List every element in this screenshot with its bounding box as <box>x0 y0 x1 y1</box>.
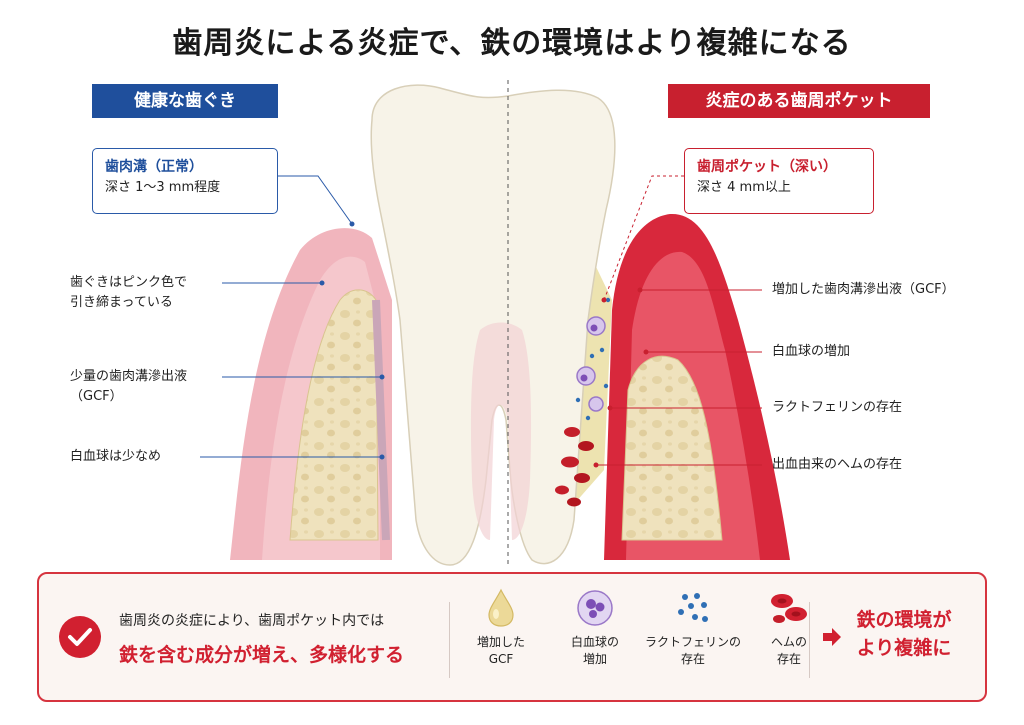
red-blood-cell-icon <box>771 594 807 623</box>
summary-item-wbc: 白血球の増加 <box>545 588 645 668</box>
arrow-right-icon <box>823 628 841 646</box>
summary-item-heme-line2: 存在 <box>776 652 801 666</box>
healthy-box-title: 歯肉溝（正常） <box>105 159 203 175</box>
healthy-label-gum: 歯ぐきはピンク色で 引き締まっている <box>70 273 187 313</box>
summary-item-gcf-line2: GCF <box>488 652 514 666</box>
pocket-box-depth: 深さ 4 mm以上 <box>697 180 791 195</box>
healthy-box-depth: 深さ 1〜3 mm程度 <box>105 180 221 195</box>
summary-divider <box>449 602 450 678</box>
pocket-box: 歯周ポケット（深い） 深さ 4 mm以上 <box>684 148 874 214</box>
healthy-label-gum-line1: 歯ぐきはピンク色で <box>70 275 188 290</box>
summary-divider-2 <box>809 602 810 678</box>
healthy-gum-badge: 健康な歯ぐき <box>92 84 278 118</box>
summary-line1: 歯周炎の炎症により、歯周ポケット内では <box>119 613 385 629</box>
page-title: 歯周炎による炎症で、鉄の環境はより複雑になる <box>172 26 852 61</box>
summary-item-lactoferrin-line2: 存在 <box>680 652 705 666</box>
summary-line2: 鉄を含む成分が増え、多様化する <box>119 644 405 666</box>
healthy-label-gum-line2: 引き締まっている <box>70 295 173 310</box>
inflamed-label-wbc: 白血球の増加 <box>772 344 851 359</box>
summary-item-heme-line1: ヘムの <box>770 635 807 649</box>
summary-item-gcf-line1: 増加した <box>476 635 525 649</box>
inflamed-label-lactoferrin: ラクトフェリンの存在 <box>772 400 903 415</box>
inflamed-label-heme: 出血由来のヘムの存在 <box>772 457 903 472</box>
healthy-label-gcf-line1: 少量の歯肉溝滲出液 <box>70 369 188 384</box>
summary-result-line1: 鉄の環境が <box>856 609 952 631</box>
droplet-icon <box>488 588 514 627</box>
summary-item-lactoferrin: ラクトフェリンの存在 <box>643 588 743 668</box>
inflamed-bone <box>621 355 723 541</box>
summary-item-wbc-line1: 白血球の <box>570 635 619 649</box>
summary-result: 鉄の環境が より複雑に <box>845 606 963 662</box>
healthy-label-wbc: 白血球は少なめ <box>70 449 162 464</box>
summary-item-lactoferrin-line1: ラクトフェリンの <box>644 635 741 649</box>
summary-item-wbc-line2: 増加 <box>582 652 607 666</box>
inflamed-label-gcf: 増加した歯肉溝滲出液（GCF） <box>772 282 955 297</box>
healthy-label-gcf: 少量の歯肉溝滲出液 （GCF） <box>70 367 187 407</box>
healthy-label-gcf-line2: （GCF） <box>70 389 123 404</box>
summary-item-heme: ヘムの存在 <box>739 588 839 668</box>
inflamed-pocket-badge: 炎症のある歯周ポケット <box>668 84 930 118</box>
white-blood-cell-icon <box>577 590 613 626</box>
summary-result-line2: より複雑に <box>856 637 952 659</box>
summary-panel: 歯周炎の炎症により、歯周ポケット内では 鉄を含む成分が増え、多様化する 増加した… <box>37 572 987 702</box>
healthy-sulcus-box: 歯肉溝（正常） 深さ 1〜3 mm程度 <box>92 148 278 214</box>
healthy-bone <box>289 289 379 541</box>
dots-icon <box>678 593 708 622</box>
pocket-box-title: 歯周ポケット（深い） <box>697 159 837 175</box>
check-icon <box>59 616 101 658</box>
summary-item-gcf: 増加した GCF <box>451 588 551 668</box>
